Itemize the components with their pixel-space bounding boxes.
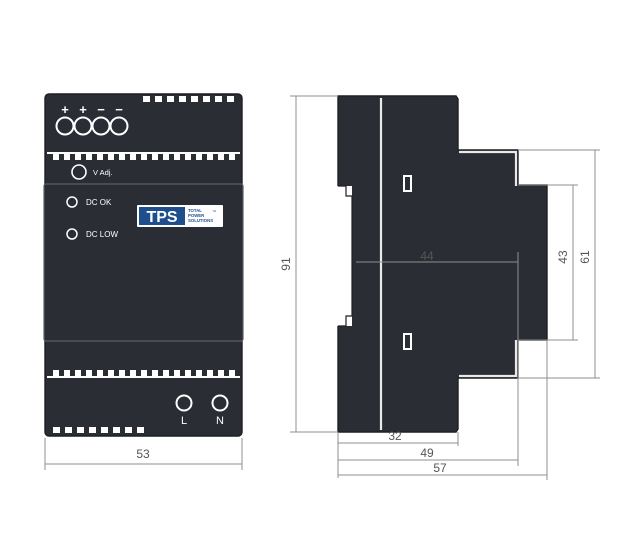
dimension-height-43: 43 — [518, 184, 578, 341]
logo-trademark: ™ — [212, 209, 216, 214]
terminal-screw-icon — [109, 116, 129, 136]
dimension-height-61: 61 — [518, 149, 600, 379]
dimension-width-front: 53 — [44, 438, 243, 470]
lower-vent-band — [47, 370, 240, 378]
logo-tagline: SOLUTIONS — [188, 218, 213, 223]
terminal-n-label: N — [216, 415, 224, 427]
terminal-screw-icon — [91, 116, 111, 136]
dimension-label: 57 — [433, 461, 447, 475]
logo-tagline: TOTAL — [188, 208, 202, 213]
dc-ok-led-icon — [66, 196, 78, 208]
tps-logo: TPS TOTAL POWER SOLUTIONS ™ — [137, 205, 223, 227]
dimension-label: 61 — [578, 250, 592, 264]
terminal-screw-icon — [55, 116, 75, 136]
dimension-depth-44: 44 — [356, 249, 519, 466]
terminal-sign: + — [79, 102, 87, 117]
terminal-l-label: L — [181, 415, 187, 427]
dimension-depth-57: 57 — [338, 340, 548, 480]
v-adj-label: V Adj. — [93, 168, 113, 177]
dimension-label: 49 — [420, 446, 434, 460]
logo-tagline: POWER — [188, 213, 205, 218]
dimension-label: 91 — [279, 257, 293, 271]
terminal-sign: − — [115, 102, 123, 117]
terminal-screw-icon — [73, 116, 93, 136]
dimension-label: 32 — [388, 429, 402, 443]
din-rail-notch — [336, 186, 352, 326]
dimension-height-total: 91 — [279, 95, 338, 433]
terminal-screw-icon — [175, 394, 193, 412]
logo-text: TPS — [146, 209, 177, 226]
terminal-sign: + — [61, 102, 69, 117]
dimension-depth-32: 32 — [337, 429, 459, 478]
bottom-vent-slots — [53, 427, 144, 433]
front-view: + + − − — [43, 93, 244, 437]
side-view — [336, 95, 548, 433]
dimension-label: 53 — [136, 447, 150, 461]
voltage-adjust-potentiometer-icon — [71, 164, 87, 180]
upper-vent-band — [47, 152, 240, 160]
dc-low-led-icon — [66, 228, 78, 240]
dc-low-label: DC LOW — [86, 230, 118, 239]
dc-output-terminals — [55, 116, 129, 136]
terminal-screw-icon — [211, 394, 229, 412]
side-profile — [337, 95, 548, 433]
dc-ok-label: DC OK — [86, 198, 112, 207]
terminal-sign: − — [97, 102, 105, 117]
dimension-label: 44 — [420, 249, 434, 263]
dimension-depth-49: 49 — [338, 446, 518, 461]
top-vent-slots — [143, 96, 234, 102]
dimension-label: 43 — [556, 250, 570, 264]
